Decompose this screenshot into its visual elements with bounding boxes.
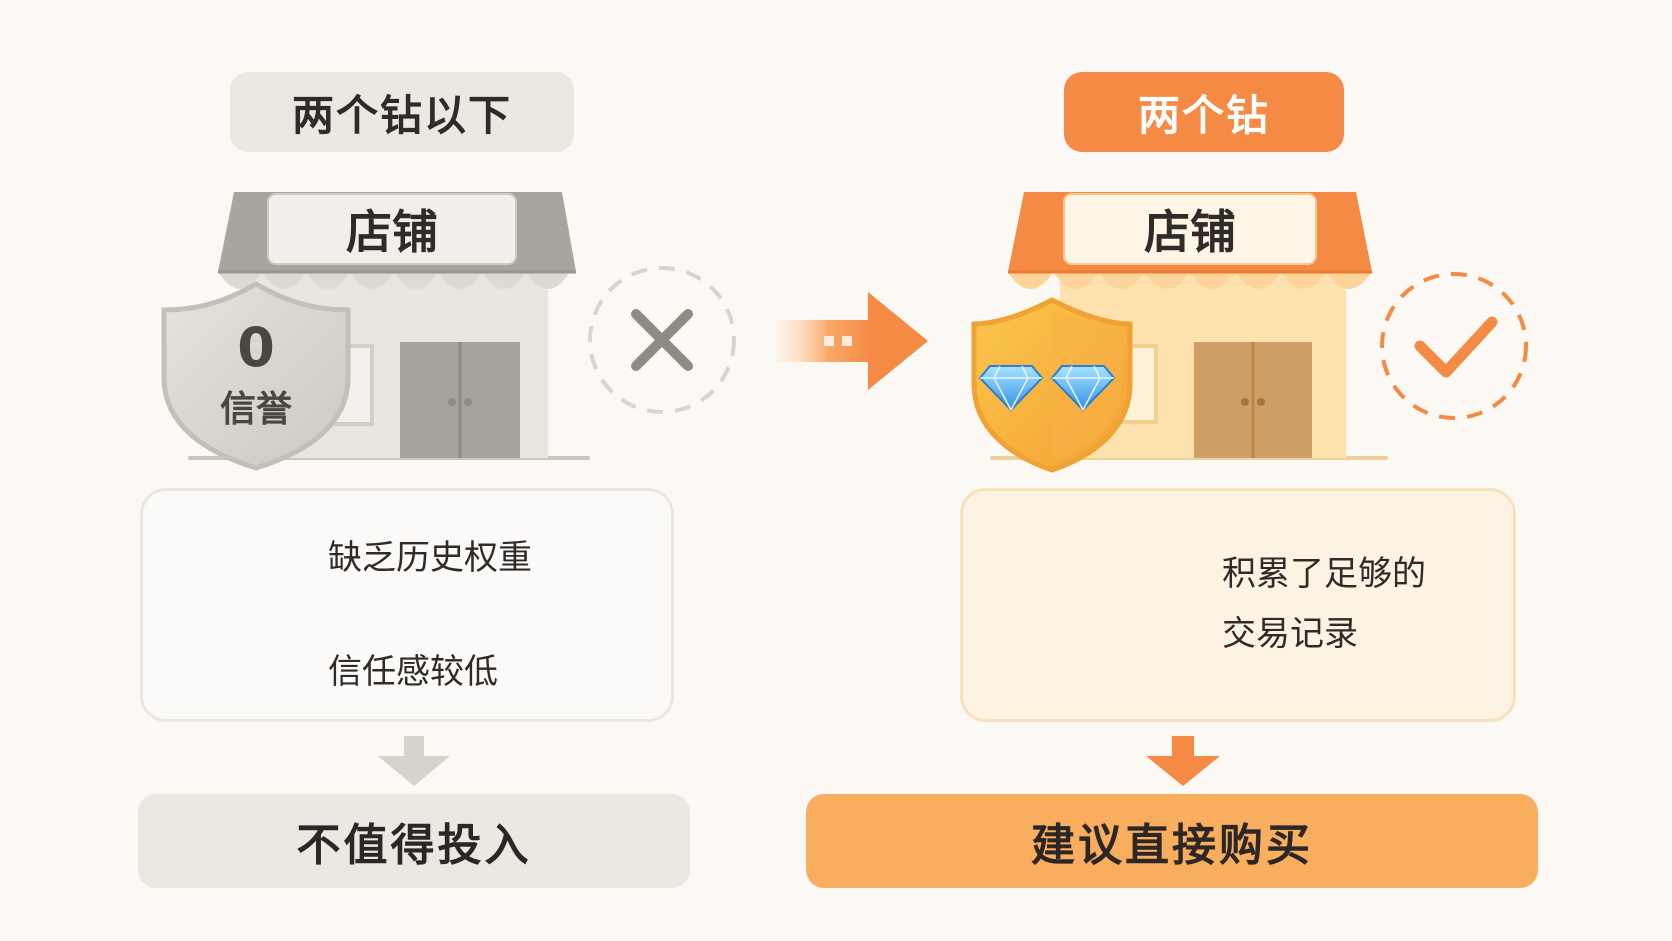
store-right-sign: 店铺	[1144, 205, 1236, 259]
reason-history-weight: 缺乏历史权重	[328, 538, 532, 578]
check-circle-icon	[1380, 272, 1528, 420]
down-arrow-icon	[1146, 736, 1220, 786]
left-reasons-card	[140, 488, 674, 722]
store-left-sign: 店铺	[346, 205, 438, 259]
cross-circle-icon	[588, 266, 736, 414]
result-right-label: 建议直接购买	[806, 794, 1538, 888]
shield-left-icon	[161, 281, 351, 471]
down-arrow-icon	[378, 736, 450, 786]
shield-text: 信誉	[219, 389, 292, 430]
result-left-label: 不值得投入	[138, 794, 690, 888]
reason-records-line1: 积累了足够的	[1222, 554, 1426, 594]
header-left-label: 两个钻以下	[230, 72, 574, 152]
shield-number: 0	[237, 316, 275, 379]
right-reasons-card	[960, 488, 1516, 722]
diamond-icon	[978, 365, 1044, 412]
header-right-label: 两个钻	[1064, 72, 1344, 152]
reason-records-line2: 交易记录	[1222, 614, 1358, 654]
transition-arrow-icon	[776, 292, 928, 390]
diamond-icon	[1050, 365, 1116, 412]
reason-low-trust: 信任感较低	[328, 652, 498, 692]
